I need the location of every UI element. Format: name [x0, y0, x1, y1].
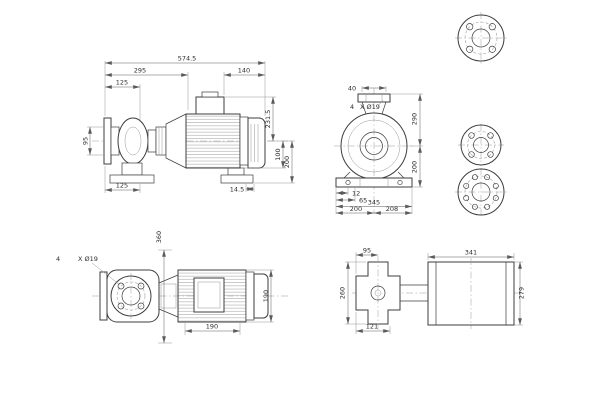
dim-label-front-length: 295: [134, 67, 146, 75]
dim-label-190-vertical: 190: [262, 290, 270, 302]
flange-view-middle: [458, 124, 504, 166]
hole-spec-label-plan: X Ø19: [78, 255, 98, 263]
fan-cover-plan: [253, 273, 269, 319]
dim-label-290: 290: [411, 113, 419, 125]
dim-label-125-bottom: 125: [116, 182, 128, 190]
dim-label-279: 279: [518, 287, 526, 299]
dim-label-14-5: 14.5: [230, 186, 244, 194]
dim-label-121: 121: [366, 323, 378, 331]
dim-label-125-top: 125: [116, 79, 128, 87]
dim-label-12: 12: [352, 190, 360, 198]
baseplate-view: 95 341 260 279 121: [339, 247, 526, 334]
dim-label-fan-length: 140: [238, 67, 250, 75]
hole-count-label-plan: 4: [56, 255, 60, 263]
dim-label-overall-length: 574.5: [178, 55, 197, 63]
dim-label-341: 341: [465, 249, 477, 257]
flange-views: [455, 12, 507, 216]
terminal-box: [195, 96, 225, 115]
dim-label-190-horizontal: 190: [206, 323, 218, 331]
hole-spec-label: X Ø19: [360, 103, 380, 111]
dim-label-40: 40: [348, 85, 356, 93]
hole-count-label: 4: [350, 103, 354, 111]
fan-cover: [247, 117, 266, 169]
dim-label-200-bottom: 200: [350, 205, 362, 213]
dim-label-231-5: 231.5: [264, 110, 272, 129]
dim-label-208: 208: [386, 205, 398, 213]
dim-label-100: 100: [274, 148, 282, 160]
dim-label-200: 200: [283, 156, 291, 168]
end-view: 40 4 X Ø19 290 200 12 65 345 200 208: [334, 85, 423, 215]
flange-view-bottom: [455, 168, 507, 216]
flange-view-top: [455, 12, 507, 64]
dim-label-65: 65: [359, 197, 367, 205]
dim-label-260: 260: [339, 287, 347, 299]
dim-label-95: 95: [82, 137, 90, 145]
motor-body: [185, 113, 241, 169]
dim-label-200-side: 200: [411, 161, 419, 173]
side-view: 574.5 295 140 125 95 231.5 100 200 125 1…: [82, 55, 295, 194]
dim-label-345: 345: [368, 199, 380, 207]
dim-label-360: 360: [155, 231, 163, 243]
plan-view: 4 X Ø19 360 190 190: [56, 231, 288, 344]
dim-label-base-95: 95: [363, 247, 371, 255]
